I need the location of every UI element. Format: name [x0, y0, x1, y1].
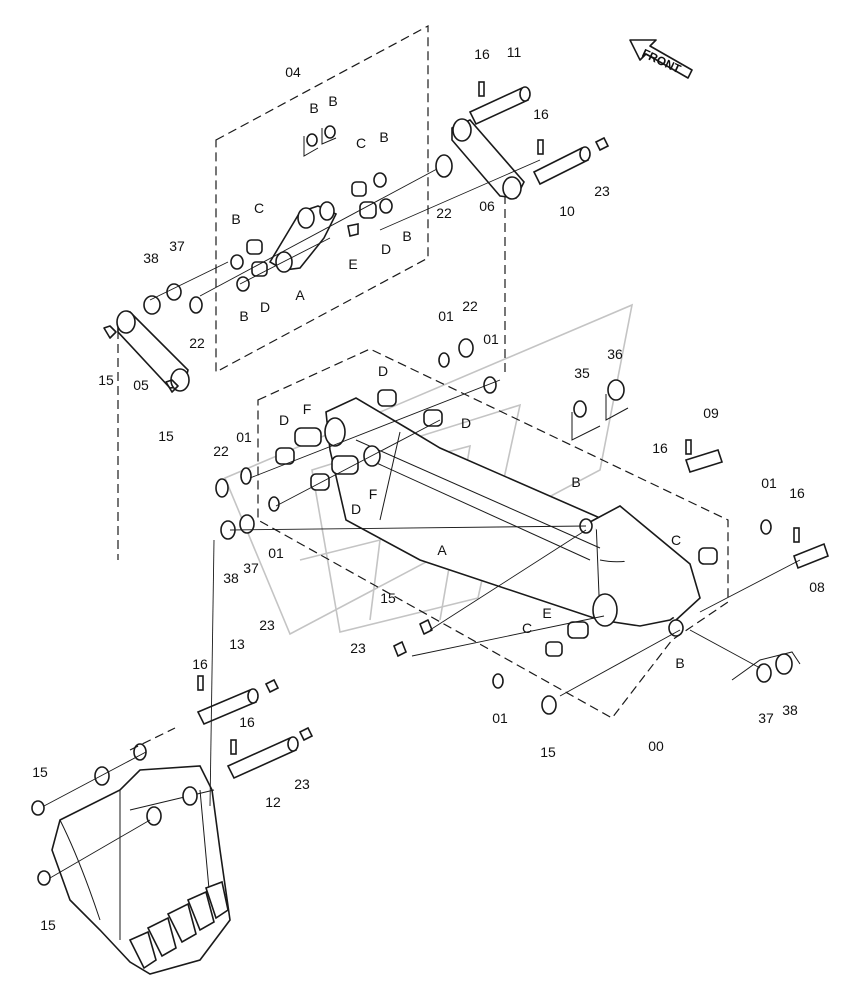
- callout-label: 05: [133, 377, 149, 393]
- callout-label: E: [542, 605, 551, 621]
- pins-bottom: [196, 539, 314, 807]
- callout-label: B: [328, 93, 337, 109]
- bucket: [31, 727, 231, 975]
- callout-label: 09: [703, 405, 719, 421]
- callout-label: 37: [243, 560, 259, 576]
- callout-label: 01: [236, 429, 252, 445]
- callout-label: 37: [169, 238, 185, 254]
- link-assembly-04: [199, 125, 451, 297]
- callout-label: B: [571, 474, 580, 490]
- callout-label: B: [239, 308, 248, 324]
- callout-label: 01: [438, 308, 454, 324]
- callout-label: 01: [483, 331, 499, 347]
- callout-label: 23: [259, 617, 275, 633]
- link-06: [435, 118, 525, 200]
- callout-label: 23: [350, 640, 366, 656]
- callout-label: 01: [761, 475, 777, 491]
- callout-label: D: [351, 501, 361, 517]
- callout-label: 35: [574, 365, 590, 381]
- callout-label: B: [675, 655, 684, 671]
- callout-label: 15: [158, 428, 174, 444]
- pins-top: [379, 81, 610, 231]
- callout-label: 16: [533, 106, 549, 122]
- callout-label: D: [279, 412, 289, 428]
- callout-label: A: [437, 542, 447, 558]
- callout-label: 01: [492, 710, 508, 726]
- callout-label: 15: [98, 372, 114, 388]
- callout-label: 16: [789, 485, 805, 501]
- callout-label: B: [402, 228, 411, 244]
- callout-label: 22: [462, 298, 478, 314]
- callout-label: 08: [809, 579, 825, 595]
- callout-label: 15: [32, 764, 48, 780]
- callout-label: C: [671, 532, 681, 548]
- callout-label: C: [356, 135, 366, 151]
- callout-label: 12: [265, 794, 281, 810]
- callout-label: 15: [540, 744, 556, 760]
- callout-label: 04: [285, 64, 301, 80]
- callout-label: 37: [758, 710, 774, 726]
- callout-label: D: [461, 415, 471, 431]
- arm-body-00: [324, 397, 701, 637]
- callout-label: 22: [189, 335, 205, 351]
- callout-label: F: [303, 401, 312, 417]
- callout-label: F: [369, 486, 378, 502]
- link-05: [103, 261, 229, 393]
- callout-label: 38: [223, 570, 239, 586]
- callout-label: 36: [607, 346, 623, 362]
- front-label: FRONT: [640, 46, 684, 76]
- callout-label: B: [309, 100, 318, 116]
- bushings-00: [215, 338, 829, 715]
- callout-label: 22: [436, 205, 452, 221]
- callout-label: D: [381, 241, 391, 257]
- callout-label: 16: [652, 440, 668, 456]
- callout-label: D: [260, 299, 270, 315]
- group-00-outline: [257, 348, 729, 719]
- callout-label: B: [231, 211, 240, 227]
- group-04-outline: [215, 24, 429, 374]
- callout-label: 23: [294, 776, 310, 792]
- front-arrow-icon: FRONT: [629, 39, 693, 79]
- callout-label: 00: [648, 738, 664, 754]
- callout-label: 13: [229, 636, 245, 652]
- callout-label: E: [348, 256, 357, 272]
- callout-label: C: [522, 620, 532, 636]
- callout-label: 16: [192, 656, 208, 672]
- callout-label: 38: [143, 250, 159, 266]
- callout-label: D: [378, 363, 388, 379]
- callout-label: 16: [474, 46, 490, 62]
- callout-label: 10: [559, 203, 575, 219]
- callout-label: B: [379, 129, 388, 145]
- callout-label: 23: [594, 183, 610, 199]
- callout-label: 22: [213, 443, 229, 459]
- callout-label: A: [295, 287, 305, 303]
- callout-label: 16: [239, 714, 255, 730]
- callout-label: 15: [40, 917, 56, 933]
- callout-label: 38: [782, 702, 798, 718]
- callout-label: 11: [507, 44, 522, 60]
- callout-label: C: [254, 200, 264, 216]
- callout-label: 01: [268, 545, 284, 561]
- callout-label: 06: [479, 198, 495, 214]
- callout-label: 15: [380, 590, 396, 606]
